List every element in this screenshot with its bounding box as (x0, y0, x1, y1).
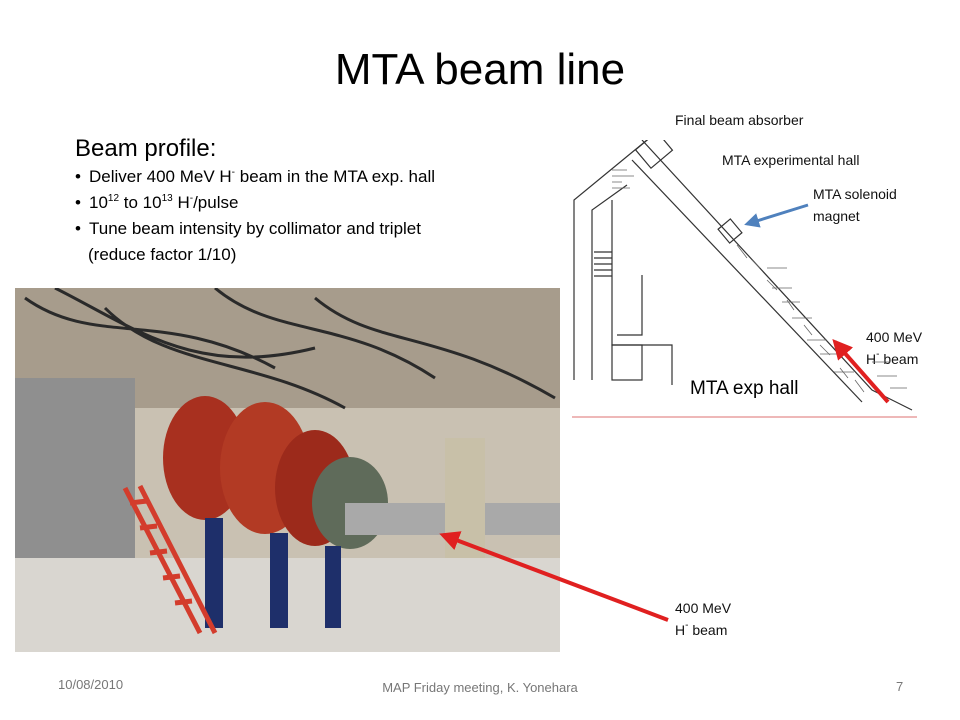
slide-title: MTA beam line (334, 45, 626, 94)
label-photo-beam-species: H- beam (675, 620, 728, 639)
label-final-beam-absorber: Final beam absorber (675, 112, 804, 128)
label-solenoid-line1: MTA solenoid (813, 186, 897, 202)
photo-ladder (122, 484, 218, 635)
hall-outer-wall (641, 140, 913, 411)
solenoid-box (717, 218, 743, 244)
absorber-box (634, 140, 674, 170)
photo-stand-2 (270, 533, 288, 628)
annotation-ticks-top (612, 169, 634, 189)
bullet-deliver-beam: •Deliver 400 MeV H- beam in the MTA exp.… (75, 167, 436, 186)
footer-meeting: MAP Friday meeting, K. Yonehara (382, 680, 578, 695)
photo-cables (24, 288, 556, 410)
beam-profile-heading: Beam profile: (75, 135, 217, 162)
side-room (611, 344, 643, 381)
room-step (617, 275, 643, 336)
beamline-elements (736, 244, 865, 393)
label-photo-beam-energy: 400 MeV (675, 600, 732, 616)
corridor-wall-left (573, 140, 648, 380)
bullet-tune-intensity: •Tune beam intensity by collimator and t… (75, 219, 421, 238)
photo-left-rack (15, 378, 135, 558)
photo-vacuum-hardware (445, 438, 485, 558)
photo-stand-1 (205, 518, 223, 628)
hall-inner-wall (631, 159, 863, 403)
mta-floor-plan-diagram (572, 140, 917, 418)
bullet-tune-intensity-continued: (reduce factor 1/10) (88, 245, 237, 264)
label-mta-exp-hall: MTA exp hall (690, 378, 799, 399)
footer-page-number: 7 (896, 679, 904, 694)
footer-date: 10/08/2010 (58, 677, 124, 692)
label-solenoid-line2: magnet (813, 208, 860, 224)
annotation-ticks-right (767, 267, 907, 389)
bullet-intensity-range: •1012 to 1013 H-/pulse (75, 193, 239, 212)
beamline-photo (15, 288, 560, 652)
corridor-wall-inner (591, 184, 628, 380)
stairs (594, 251, 612, 277)
photo-stand-3 (325, 546, 341, 628)
label-mta-experimental-hall: MTA experimental hall (722, 152, 860, 168)
